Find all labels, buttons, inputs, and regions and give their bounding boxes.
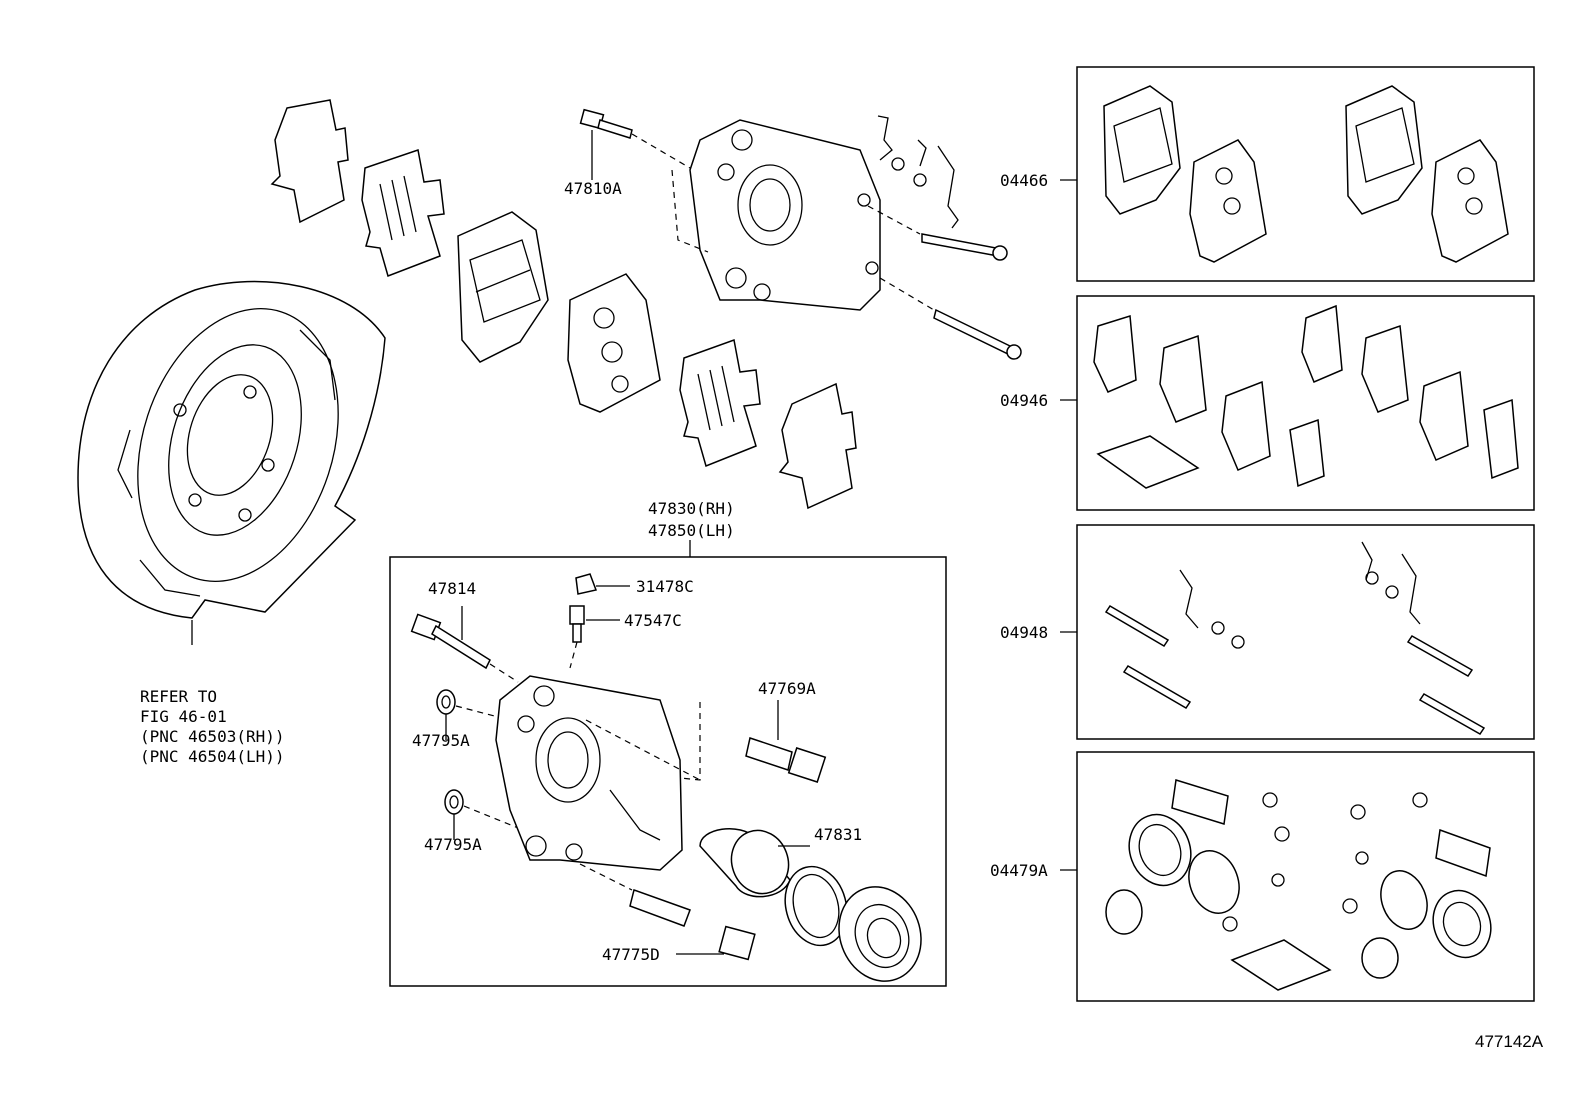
refer-note-line4: (PNC 46504(LH)) [140,747,285,766]
bleeder-cap-31478C [575,573,630,595]
caliper-assembly-box [389,556,947,987]
washer-47795A-upper [436,689,456,715]
brake-pad-upper-inner [457,211,549,363]
caliper-body [495,675,683,871]
label-47830: 47830(RH) [648,499,735,518]
anti-squeal-shim-lower-slotted [679,338,761,468]
bleeder-plug-47547C [569,605,620,669]
guide-pins-upper [921,233,1022,360]
pad-support-springs [877,115,959,229]
refer-note-line1: REFER TO [140,687,217,706]
figure-id: 477142A [1475,1032,1544,1051]
anti-squeal-shim-upper [270,99,349,224]
piston-47831 [699,827,810,898]
anti-squeal-shim-slotted [361,149,445,277]
label-47850: 47850(LH) [648,521,735,540]
label-47769A: 47769A [758,679,816,698]
cylinder-boot [838,886,922,982]
caliper-mounting-bracket [689,119,881,311]
label-31478C: 31478C [636,577,694,596]
label-04479A: 04479A [990,861,1048,880]
bushing-47775D [676,925,756,961]
bolt-47814 [410,613,491,670]
dust-cover-plate [77,280,386,645]
refer-note-line3: (PNC 46503(RH)) [140,727,285,746]
kit-04948-pins-springs [1104,541,1486,735]
kit-box-04479A [1076,751,1535,1002]
kit-box-04946 [1076,295,1535,511]
assembly-line-47810A [631,133,709,253]
label-47814: 47814 [428,579,476,598]
slide-pin-lower [579,863,691,927]
bolt-47810A [579,108,633,139]
label-04948: 04948 [1000,623,1048,642]
washer-47795A-lower [444,789,464,815]
refer-note-line2: FIG 46-01 [140,707,227,726]
label-04466: 04466 [1000,171,1048,190]
anti-squeal-shim-lower [778,382,857,510]
label-47775D: 47775D [602,945,660,964]
kit-box-04466 [1076,66,1535,282]
label-04946: 04946 [1000,391,1048,410]
slide-pin-47769A [745,700,827,783]
label-47810A: 47810A [564,179,622,198]
label-47795A-upper: 47795A [412,731,470,750]
kit-04479A-seals-boots [1105,779,1492,991]
brake-pad-upper-outer [567,273,661,413]
label-47547C: 47547C [624,611,682,630]
kit-04466-pads [1103,85,1509,263]
label-47795A-lower: 47795A [424,835,482,854]
kit-04946-shims [1093,304,1519,489]
label-47831: 47831 [814,825,862,844]
assembly-line-pins [867,205,935,311]
